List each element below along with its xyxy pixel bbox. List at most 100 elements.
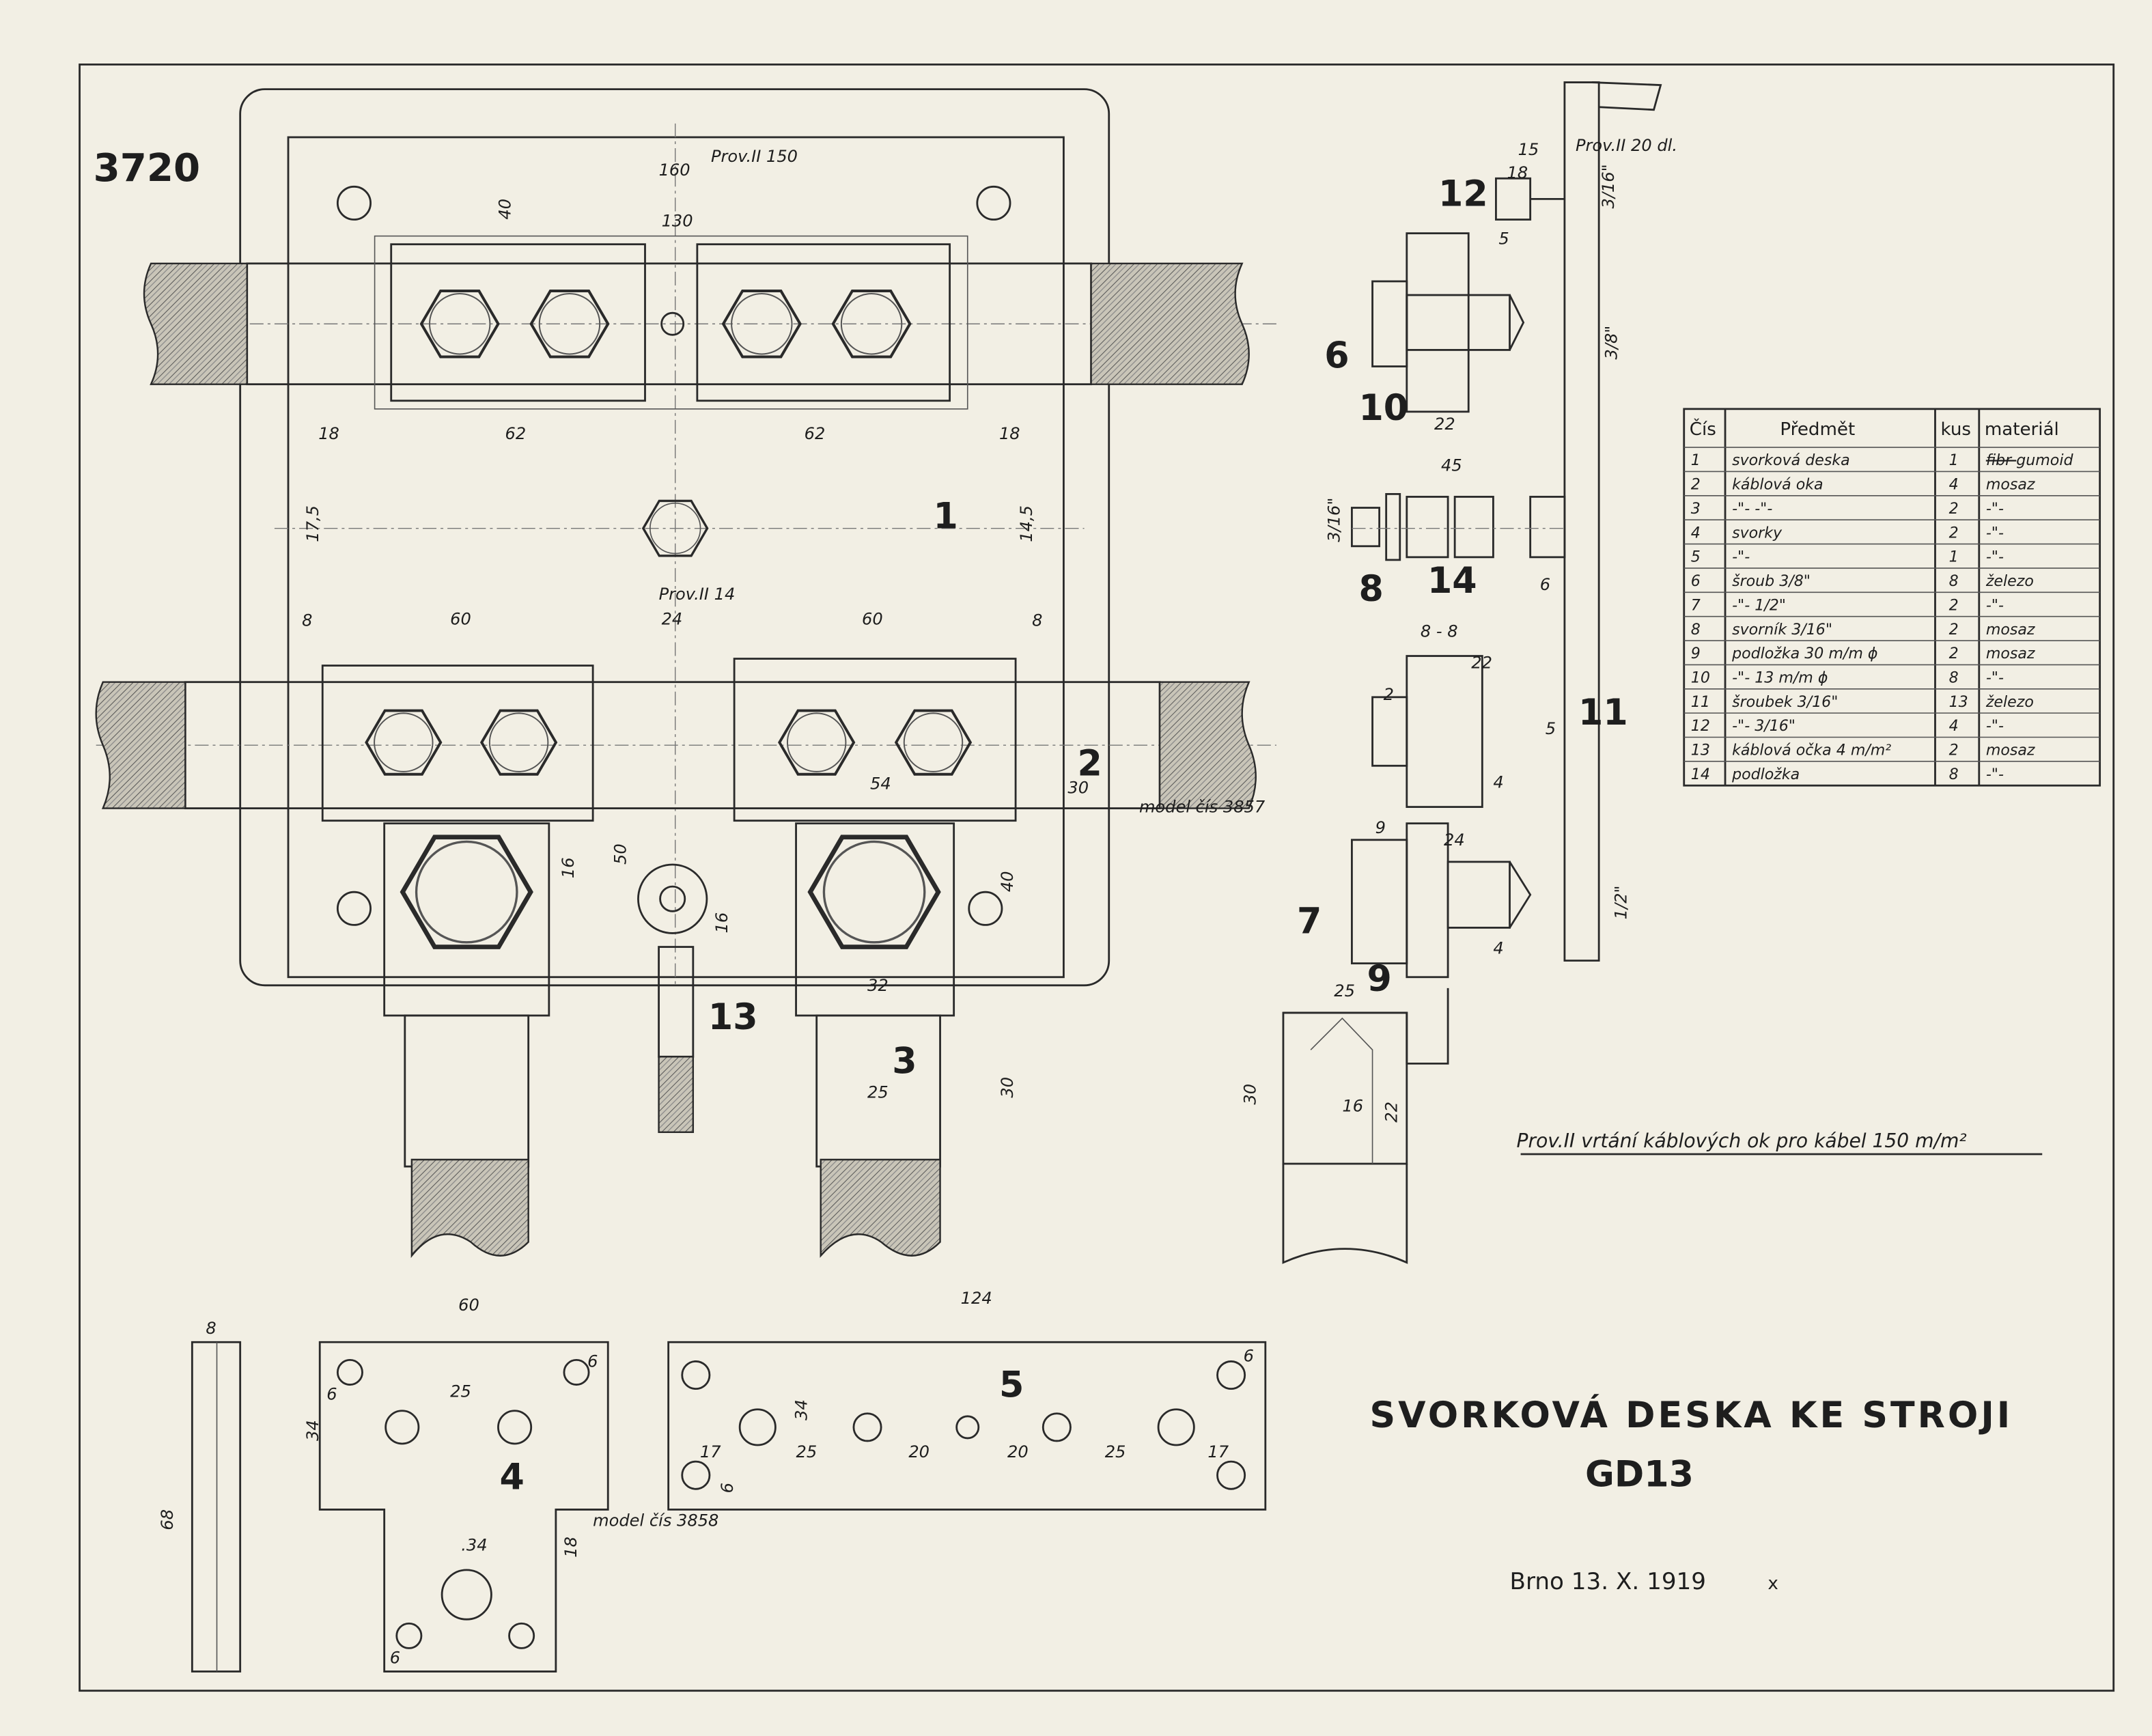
- table-cell: mosaz: [1986, 476, 2035, 494]
- dimension-label: 62: [805, 424, 826, 443]
- drawing-title: SVORKOVÁ DESKA KE STROJI: [1370, 1395, 2013, 1436]
- table-cell: -"-: [1986, 717, 2004, 735]
- dimension-label: 30: [1067, 778, 1089, 797]
- side-view: [1282, 81, 1662, 1264]
- table-cell: -"- 13 m/m ϕ: [1732, 669, 1828, 687]
- dimension-label: 7: [1297, 901, 1322, 942]
- dimension-label: 14: [1427, 561, 1477, 602]
- table-cell: podložka: [1731, 766, 1800, 783]
- dimension-label: 30: [998, 1077, 1017, 1098]
- dimension-label: model čís 3857: [1139, 798, 1266, 817]
- dimension-label: 18: [318, 424, 339, 443]
- table-cell: -"-: [1986, 500, 2004, 518]
- table-cell: -"- 1/2": [1732, 596, 1786, 614]
- dimension-label: 54: [870, 774, 891, 793]
- table-cell: 4: [1949, 476, 1959, 494]
- table-cell: 2: [1949, 596, 1959, 614]
- dimension-label: 40: [998, 871, 1017, 892]
- dimension-label: 34: [303, 1420, 322, 1441]
- dimension-label: 5: [999, 1365, 1024, 1406]
- table-cell: 12: [1691, 717, 1710, 735]
- table-cell: 2: [1949, 500, 1959, 518]
- dimension-label: 6: [718, 1483, 737, 1493]
- dimension-label: 24: [1444, 830, 1465, 850]
- table-cell: podložka 30 m/m ϕ: [1731, 645, 1877, 662]
- dimension-label: 22: [1434, 415, 1455, 434]
- dimension-label: 3: [892, 1041, 917, 1082]
- dimension-label: 160: [659, 160, 690, 180]
- table-cell: svorník 3/16": [1732, 621, 1832, 639]
- dimension-label: 25: [796, 1442, 818, 1461]
- table-frame: [1683, 408, 2101, 787]
- dimension-label: 8: [206, 1319, 216, 1338]
- dimension-label: 22: [1471, 654, 1492, 673]
- dimension-label: 16: [712, 912, 731, 934]
- table-cell: mosaz: [1986, 645, 2035, 662]
- table-cell: 5: [1691, 548, 1701, 566]
- dimension-label: Prov.II 150: [711, 147, 798, 166]
- dimension-label: 8 - 8: [1421, 621, 1458, 641]
- table-cell: 6: [1691, 572, 1701, 590]
- dimension-label: 3/8": [1602, 326, 1621, 360]
- table-cell: 1: [1949, 548, 1959, 566]
- place-date: Brno 13. X. 1919: [1510, 1568, 1707, 1595]
- dimension-label: 22: [1382, 1102, 1401, 1123]
- table-cell: 14: [1691, 766, 1710, 783]
- table-cell: 8: [1949, 669, 1959, 687]
- dimension-label: 25: [867, 1083, 889, 1102]
- dimension-label: 4: [1493, 939, 1503, 958]
- dimension-label: 1: [934, 496, 958, 537]
- dimension-label: 3/16": [1324, 498, 1343, 542]
- sheet-border: [79, 64, 2115, 1692]
- table-cell: -"-: [1986, 766, 2004, 783]
- dimension-label: 20: [908, 1442, 930, 1461]
- table-cell: 4: [1949, 717, 1959, 735]
- dimension-label: 10: [1358, 388, 1408, 429]
- dimension-label: 8: [302, 611, 312, 630]
- dimension-label: 4: [1493, 772, 1503, 792]
- dimension-label: 4: [499, 1457, 524, 1498]
- dimension-label: 9: [1375, 818, 1386, 837]
- dimension-label: 5: [1546, 719, 1556, 738]
- table-cell: 7: [1691, 596, 1701, 614]
- table-header: Čís: [1690, 418, 1716, 440]
- table-cell: 8: [1691, 621, 1701, 639]
- table-cell: svorková deska: [1732, 451, 1850, 469]
- dimension-label: 50: [611, 843, 630, 865]
- dimension-label: 18: [1507, 163, 1528, 182]
- dimension-label: 25: [450, 1382, 471, 1401]
- dimension-label: 62: [505, 424, 527, 443]
- model-code: GD13: [1585, 1454, 1694, 1495]
- table-cell: svorky: [1732, 524, 1783, 542]
- dimension-label: 8: [1032, 611, 1042, 630]
- table-cell: káblová oka: [1732, 476, 1823, 494]
- dimension-label: 13: [708, 997, 758, 1038]
- dimension-label: 6: [390, 1648, 400, 1667]
- table-header: materiál: [1985, 419, 2059, 440]
- dimension-label: 9: [1367, 959, 1392, 1000]
- table-cell: 13: [1949, 693, 1968, 711]
- dimension-label: 17: [700, 1442, 721, 1461]
- table-cell: fibr gumoid: [1986, 451, 2074, 469]
- dimension-label: 34: [792, 1399, 811, 1420]
- dimension-label: 24: [662, 609, 683, 628]
- table-cell: 2: [1949, 524, 1959, 542]
- dimension-label: 1/2": [1611, 885, 1630, 919]
- dimension-label: 20: [1007, 1442, 1029, 1461]
- table-cell: mosaz: [1986, 742, 2035, 759]
- dimension-label: 11: [1578, 692, 1628, 733]
- table-cell: -"-: [1986, 548, 2004, 566]
- dimension-label: 60: [458, 1296, 479, 1315]
- dimension-label: 25: [1334, 981, 1355, 1000]
- mark: x: [1767, 1573, 1778, 1594]
- table-cell: -"- 3/16": [1732, 717, 1795, 735]
- table-cell: káblová očka 4 m/m²: [1732, 742, 1891, 759]
- table-cell: -"-: [1986, 524, 2004, 542]
- dimension-label: Prov.II 14: [659, 585, 736, 604]
- table-cell: 1: [1691, 451, 1701, 469]
- dimension-label: 14,5: [1017, 505, 1036, 542]
- part-views: [191, 1341, 1267, 1672]
- table-cell: 2: [1949, 645, 1959, 662]
